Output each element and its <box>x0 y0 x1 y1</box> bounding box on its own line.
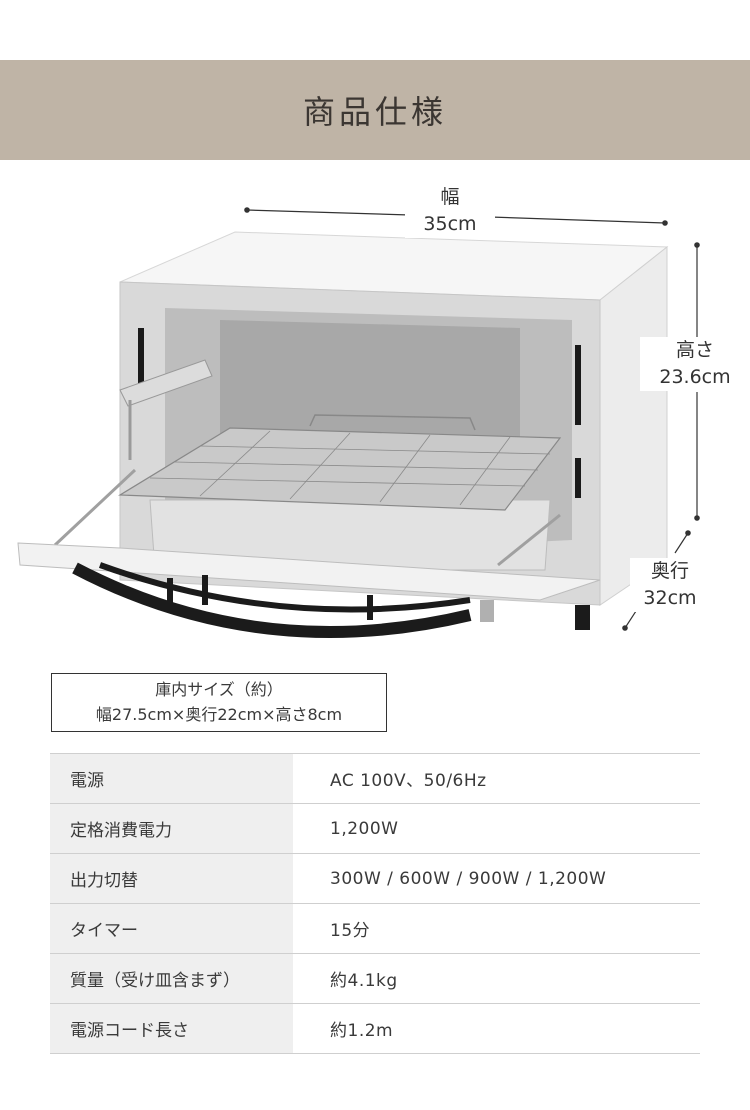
depth-dimension: 奥行 32cm <box>630 558 710 612</box>
spec-key: 電源 <box>50 753 293 804</box>
spec-value: 300W / 600W / 900W / 1,200W <box>293 853 700 904</box>
spec-value: 約4.1kg <box>293 953 700 1004</box>
height-value: 23.6cm <box>659 366 731 388</box>
table-row: 質量（受け皿含まず） 約4.1kg <box>50 953 700 1004</box>
depth-label: 奥行 <box>650 560 689 582</box>
spec-key: 出力切替 <box>50 853 293 904</box>
spec-value: 1,200W <box>293 803 700 854</box>
spec-table: 電源 AC 100V、50/6Hz 定格消費電力 1,200W 出力切替 300… <box>50 753 700 1054</box>
spec-key: 質量（受け皿含まず） <box>50 953 293 1004</box>
spec-key: 定格消費電力 <box>50 803 293 854</box>
table-row: 電源コード長さ 約1.2m <box>50 1003 700 1054</box>
spec-value: 15分 <box>293 903 700 954</box>
inner-size-title: 庫内サイズ（約） <box>155 680 283 699</box>
width-label: 幅 <box>440 186 460 208</box>
height-label: 高さ <box>675 339 714 361</box>
width-value: 35cm <box>423 213 477 235</box>
product-diagram: 幅 35cm 高さ 23.6cm 奥行 32cm <box>0 160 750 670</box>
spec-header-banner: 商品仕様 <box>0 60 750 160</box>
width-dimension: 幅 35cm <box>405 184 495 238</box>
spec-key: 電源コード長さ <box>50 1003 293 1054</box>
spec-value: 約1.2m <box>293 1003 700 1054</box>
table-row: 電源 AC 100V、50/6Hz <box>50 753 700 804</box>
table-row: 出力切替 300W / 600W / 900W / 1,200W <box>50 853 700 904</box>
depth-value: 32cm <box>643 587 697 609</box>
table-row: タイマー 15分 <box>50 903 700 954</box>
inner-size-box: 庫内サイズ（約） 幅27.5cm×奥行22cm×高さ8cm <box>51 673 387 732</box>
height-dimension: 高さ 23.6cm <box>640 337 750 391</box>
page-title: 商品仕様 <box>302 93 447 131</box>
spec-value: AC 100V、50/6Hz <box>293 753 700 804</box>
toaster-illustration <box>17 207 700 638</box>
inner-size-value: 幅27.5cm×奥行22cm×高さ8cm <box>95 705 343 724</box>
table-row: 定格消費電力 1,200W <box>50 803 700 854</box>
spec-key: タイマー <box>50 903 293 954</box>
